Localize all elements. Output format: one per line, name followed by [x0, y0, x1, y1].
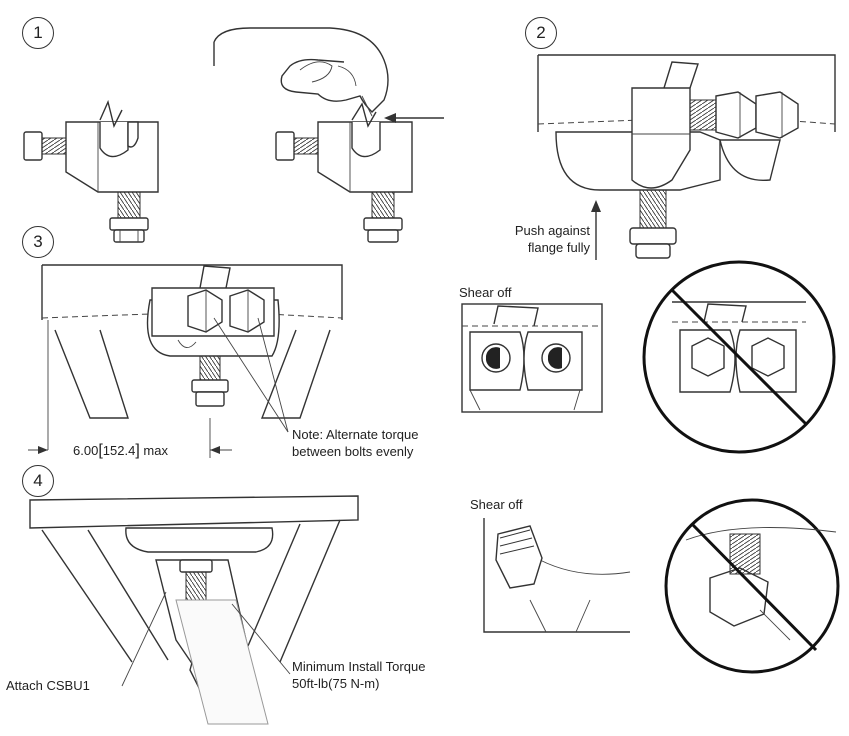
bracket-open: [ — [98, 442, 103, 459]
torque-label: Minimum Install Torque 50ft-lb(75 N-m) — [292, 659, 426, 691]
beam-step3 — [41, 264, 343, 458]
dimension-value: 6.00 — [73, 443, 99, 458]
note-leader-lines — [213, 317, 289, 433]
prohibited-icon — [642, 260, 836, 454]
shear-off-detail-bottom — [483, 518, 631, 633]
dimension-line — [28, 446, 232, 454]
step-2-badge: 2 — [525, 17, 557, 49]
step-1-badge: 1 — [22, 17, 54, 49]
clamp-step4 — [125, 527, 274, 725]
dimension-metric-value: 152.4 — [102, 443, 136, 458]
shear-off-label-bottom: Shear off — [470, 497, 523, 512]
clamp-step3 — [146, 265, 280, 407]
push-against-label: Push against flange fully — [514, 223, 590, 255]
hand-icon — [213, 27, 389, 117]
clamp-step1-left — [23, 99, 159, 243]
step-3-badge: 3 — [22, 226, 54, 258]
dimension-label: 6.00[152.4] max — [73, 442, 168, 459]
attach-label: Attach CSBU1 — [6, 678, 90, 693]
beam-step2 — [537, 54, 836, 132]
step4-leader-lines — [121, 591, 291, 687]
shear-off-label-top: Shear off — [459, 285, 512, 300]
clamp-step1-right — [275, 102, 413, 243]
note-label: Note: Alternate torque between bolts eve… — [292, 427, 419, 459]
push-arrow-up-icon — [591, 200, 601, 260]
step-4-badge: 4 — [22, 465, 54, 497]
bracket-close: ] — [135, 442, 140, 459]
shear-off-detail-top — [461, 303, 603, 413]
prohibited-icon-bottom — [664, 498, 840, 674]
clamp-step2 — [555, 61, 799, 259]
dimension-suffix: max — [143, 443, 168, 458]
beam-step4 — [29, 495, 359, 663]
push-arrow-icon — [384, 113, 444, 123]
